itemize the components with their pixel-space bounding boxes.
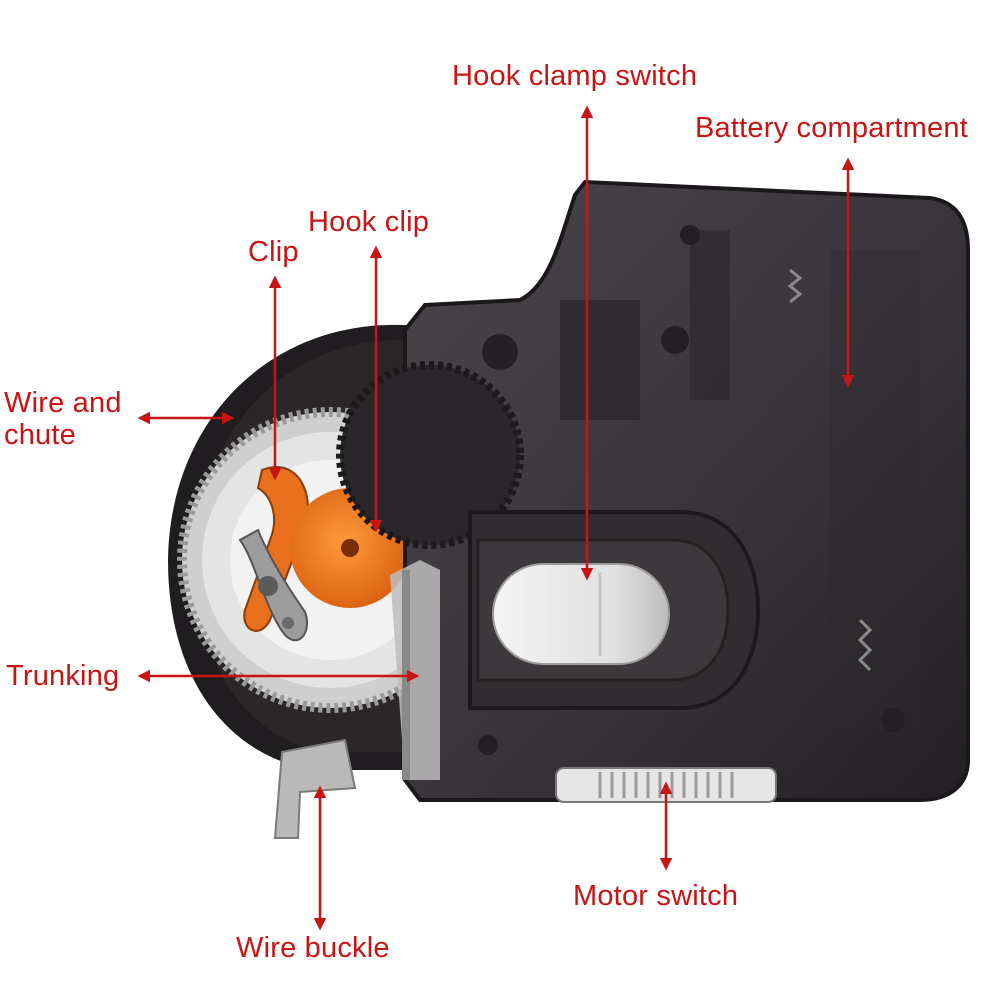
label-clip: Clip (248, 236, 299, 268)
hook-clamp-switch-slider (492, 563, 670, 665)
label-battery-compartment: Battery compartment (695, 112, 968, 144)
label-hook-clip: Hook clip (308, 206, 430, 238)
label-trunking: Trunking (6, 660, 120, 692)
label-hook-clamp-switch: Hook clamp switch (452, 60, 698, 92)
label-motor-switch: Motor switch (573, 880, 739, 912)
label-wire-and-chute: Wire and chute (4, 387, 122, 451)
label-wire-buckle: Wire buckle (236, 932, 390, 964)
clip-arm (238, 466, 309, 642)
